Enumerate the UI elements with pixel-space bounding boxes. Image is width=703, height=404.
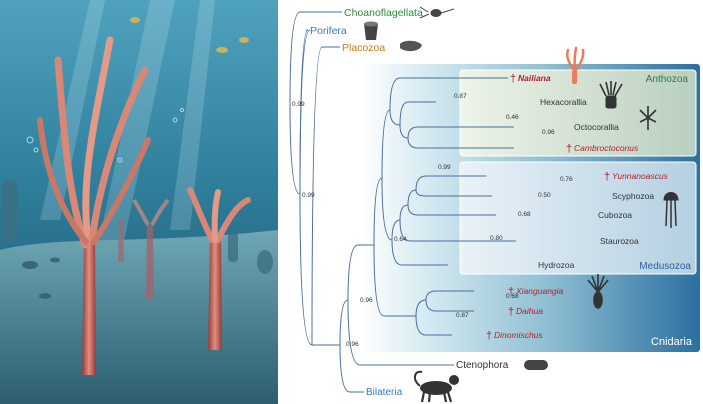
- main-nailiana-polyp: [37, 36, 151, 375]
- taxon-xianguangia: Xianguangia: [515, 286, 564, 296]
- taxon-cubozoa: Cubozoa: [598, 210, 632, 220]
- taxon-octocorallia: Octocorallia: [574, 122, 619, 132]
- support-value: 0.87: [456, 312, 469, 319]
- clade-label-anthozoa: Anthozoa: [646, 74, 689, 85]
- secondary-polyp-right: [187, 187, 251, 350]
- taxon-yunnanoascus: Yunnanoascus: [612, 171, 669, 181]
- sponge-icon: [364, 21, 378, 40]
- support-value: 0.68: [518, 211, 531, 218]
- support-value: 0.50: [538, 192, 551, 199]
- taxon-bilateria: Bilateria: [366, 387, 403, 398]
- support-value: 0.76: [560, 176, 573, 183]
- extinct-marker: †: [508, 306, 514, 318]
- extinct-marker: †: [486, 330, 492, 342]
- taxon-porifera: Porifera: [310, 25, 347, 37]
- taxon-daihua: Daihua: [516, 306, 543, 316]
- support-value: 0.99: [438, 164, 451, 171]
- monkey-icon: [414, 370, 459, 403]
- support-value: 0.96: [542, 129, 555, 136]
- octocoral-icon: [639, 106, 657, 130]
- taxon-hexacorallia: Hexacorallia: [540, 97, 587, 107]
- support-values: 0.99 0.99 0.96 0.96 0.64 0.99 0.87 0.46 …: [292, 93, 573, 348]
- taxon-staurozoa: Staurozoa: [600, 236, 639, 246]
- extinct-marker: †: [604, 171, 610, 183]
- taxon-scyphozoa: Scyphozoa: [612, 191, 654, 201]
- swimming-animals: [130, 17, 249, 53]
- taxon-dinomischus: Dinomischus: [494, 330, 543, 340]
- phylogenetic-tree: Anthozoa Medusozoa Cnidaria: [289, 6, 700, 403]
- distant-polyps: [118, 198, 170, 300]
- sea-floor: [0, 230, 278, 404]
- placozoan-icon: [400, 40, 422, 52]
- taxon-ctenophora: Ctenophora: [456, 360, 509, 371]
- taxon-choanoflagellata: Choanoflagellata: [344, 7, 423, 19]
- support-value: 0.68: [506, 293, 519, 300]
- support-value: 0.80: [490, 235, 503, 242]
- support-value: 0.96: [360, 297, 373, 304]
- light-rays: [40, 0, 215, 260]
- jellyfish-icon: [663, 192, 679, 228]
- seafloor-pebbles: [22, 257, 60, 299]
- clade-label-medusozoa: Medusozoa: [639, 261, 691, 272]
- choanoflagellate-icon: [419, 6, 455, 19]
- reconstruction-illustration: [0, 0, 278, 404]
- taxon-nailiana: Nailiana: [518, 73, 551, 83]
- support-value: 0.96: [346, 341, 359, 348]
- clade-label-cnidaria: Cnidaria: [651, 336, 693, 348]
- sponge-silhouettes: [2, 180, 273, 274]
- taxon-placozoa: Placozoa: [342, 42, 385, 54]
- support-value: 0.99: [292, 101, 305, 108]
- extinct-marker: †: [510, 73, 516, 85]
- support-value: 0.99: [302, 192, 315, 199]
- nailiana-icon: [566, 46, 585, 84]
- extinct-marker: †: [566, 143, 572, 155]
- taxon-cambroctoconus: Cambroctoconus: [574, 143, 639, 153]
- tree-branches: [289, 11, 516, 393]
- support-value: 0.87: [454, 93, 467, 100]
- taxon-hydrozoa: Hydrozoa: [538, 260, 575, 270]
- support-value: 0.64: [394, 236, 407, 243]
- bubbles: [26, 108, 184, 163]
- medusozoa-box: [459, 161, 697, 275]
- ctenophore-icon: [524, 360, 548, 370]
- sea-anemone-icon: [599, 81, 623, 109]
- xianguangia-icon: [587, 274, 609, 309]
- support-value: 0.46: [506, 114, 519, 121]
- anthozoa-box: [459, 69, 697, 157]
- extinct-marker: †: [508, 286, 514, 298]
